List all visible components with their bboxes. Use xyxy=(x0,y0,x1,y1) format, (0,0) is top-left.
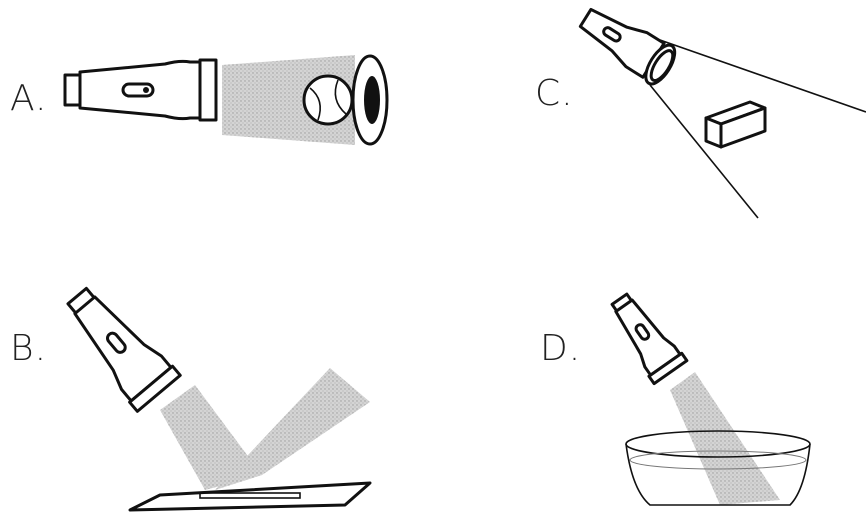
label-b: B. xyxy=(10,328,48,369)
panel-b-flashlight-mirror xyxy=(66,286,372,512)
flashlight-icon xyxy=(66,286,182,413)
panel-a-flashlight-through-tube xyxy=(63,54,389,146)
flashlight-icon xyxy=(610,292,689,386)
reflected-beam xyxy=(215,368,370,490)
tube-with-ball xyxy=(302,54,389,146)
label-c: C. xyxy=(535,73,574,114)
light-beam xyxy=(670,372,780,505)
label-a: A. xyxy=(10,78,48,119)
incident-beam xyxy=(160,385,262,490)
ball xyxy=(302,74,354,126)
flashlight-icon xyxy=(578,7,677,86)
panel-c-flashlight-block xyxy=(578,7,866,219)
panel-d-flashlight-water xyxy=(610,292,811,506)
mirror xyxy=(128,481,372,512)
bowl xyxy=(625,430,811,506)
flashlight-icon xyxy=(63,58,218,122)
label-d: D. xyxy=(540,328,582,369)
block xyxy=(704,100,767,149)
